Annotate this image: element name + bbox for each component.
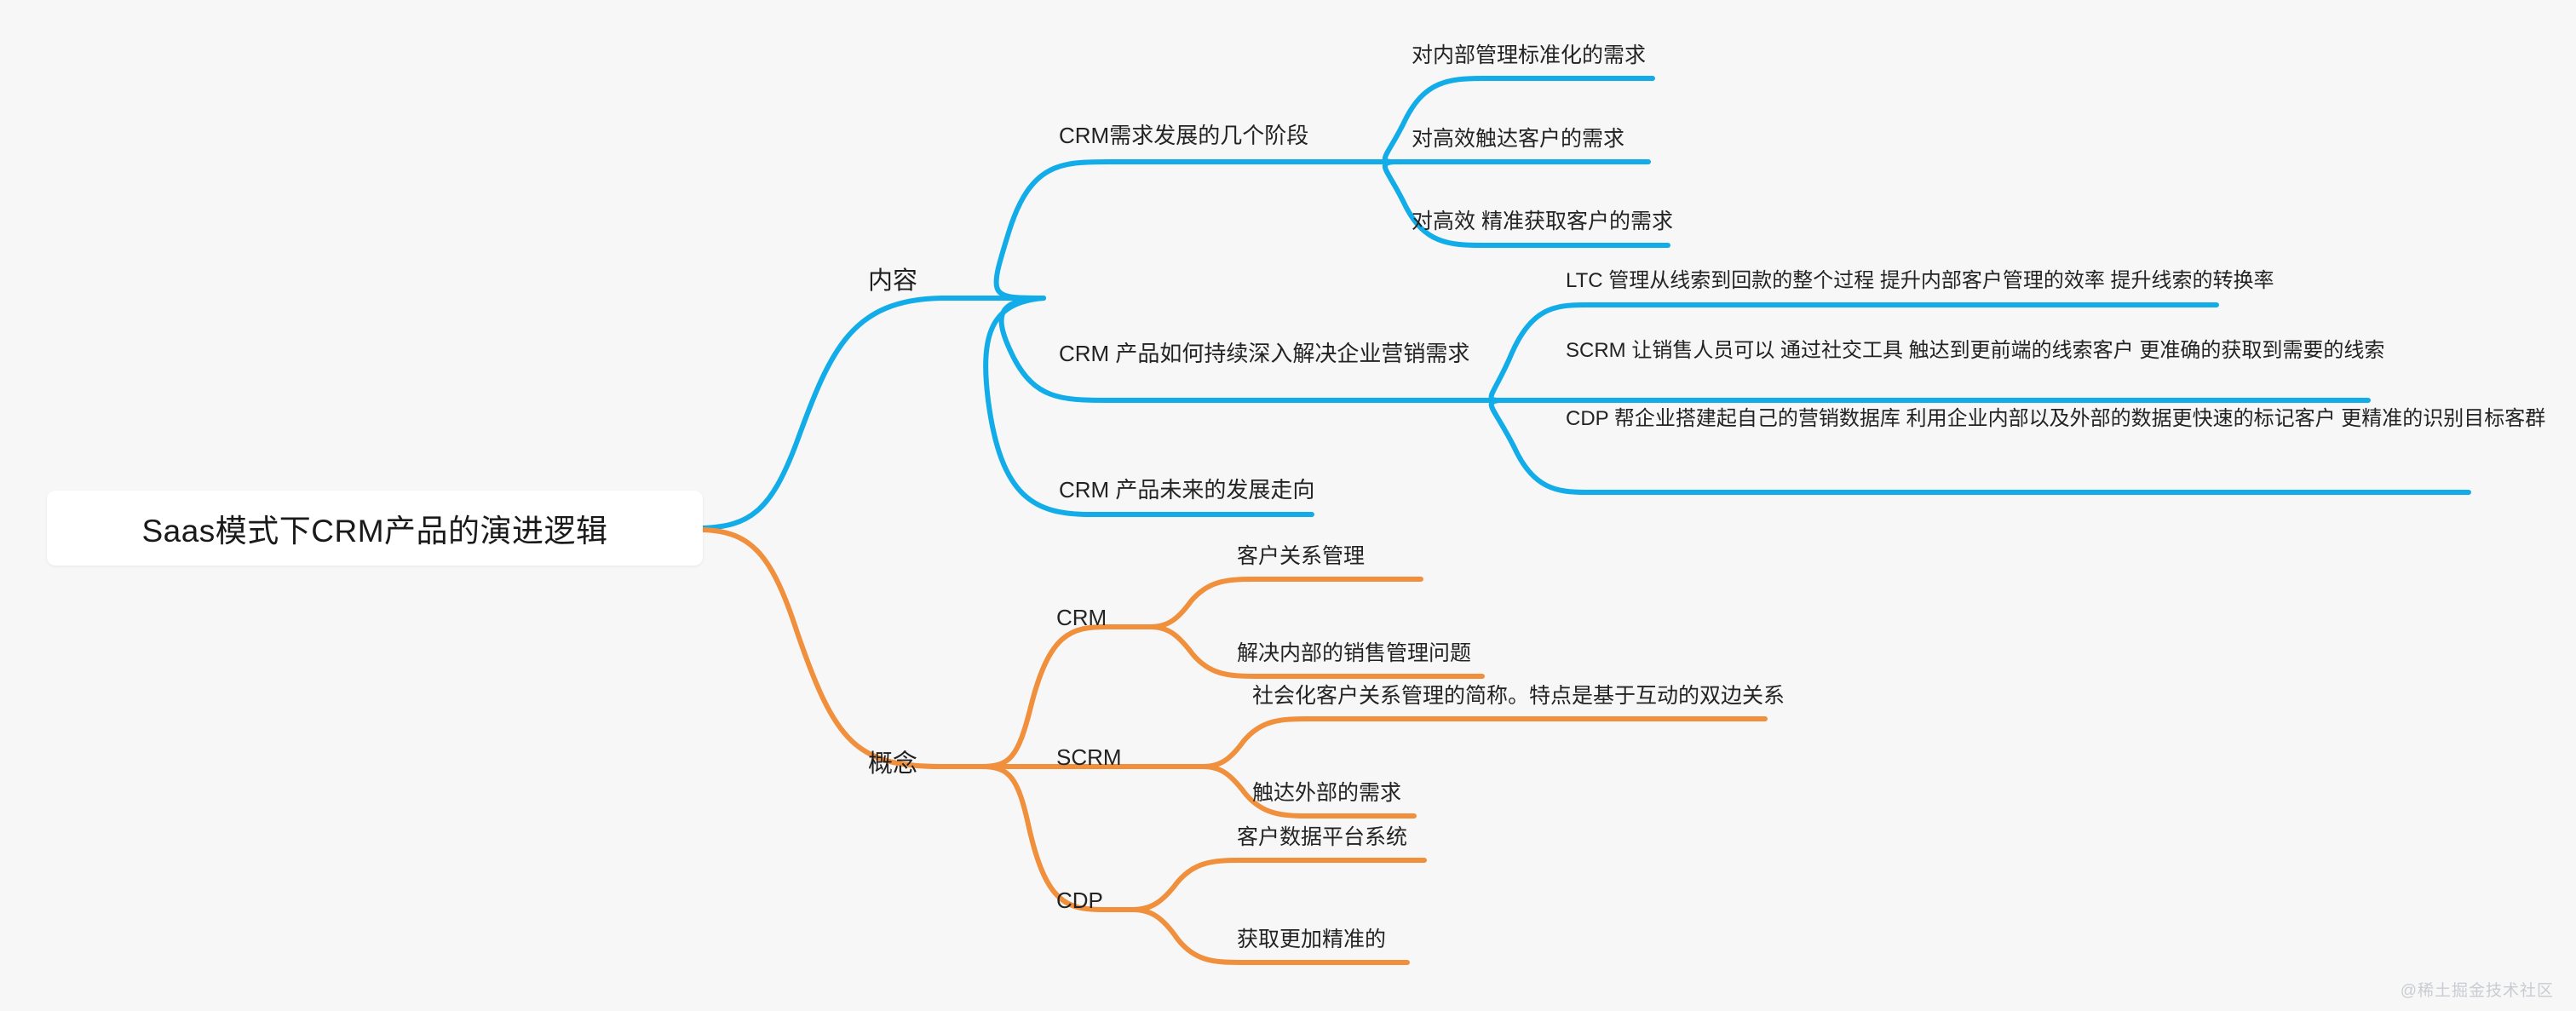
root-node-label: Saas模式下CRM产品的演进逻辑 — [141, 514, 608, 549]
leaf-label-scrm-detail[interactable]: SCRM 让销售人员可以 通过社交工具 触达到更前端的线索客户 更准确的获取到需… — [1566, 339, 2385, 362]
branch-label-content[interactable]: 内容 — [868, 267, 918, 295]
leaf-label-customer-relationship-management[interactable]: 客户关系管理 — [1237, 544, 1366, 568]
leaf-label-internal-sales-management[interactable]: 解决内部的销售管理问题 — [1237, 641, 1472, 665]
watermark: @稀土掘金技术社区 — [2400, 982, 2554, 1000]
leaf-label-customer-data-platform[interactable]: 客户数据平台系统 — [1237, 825, 1408, 849]
leaf-label-precise-acquisition[interactable]: 对高效 精准获取客户的需求 — [1412, 210, 1673, 233]
leaf-label-internal-standardization[interactable]: 对内部管理标准化的需求 — [1412, 43, 1647, 67]
node-label-concept-scrm[interactable]: SCRM — [1056, 744, 1122, 770]
node-label-crm-future-direction[interactable]: CRM 产品未来的发展走向 — [1059, 477, 1315, 503]
leaf-label-more-precise-acquisition[interactable]: 获取更加精准的 — [1237, 928, 1387, 951]
node-label-crm-demand-stages[interactable]: CRM需求发展的几个阶段 — [1059, 123, 1309, 148]
connector-content-to-stages — [993, 159, 1396, 301]
connector-root-to-content — [700, 296, 1046, 531]
leaf-label-external-reach-need[interactable]: 触达外部的需求 — [1252, 781, 1402, 805]
connector-scrm-to-leaf-1 — [1200, 716, 1768, 769]
branch-label-concept[interactable]: 概念 — [868, 750, 918, 778]
node-label-concept-cdp[interactable]: CDP — [1056, 887, 1103, 913]
leaf-label-efficient-reach[interactable]: 对高效触达客户的需求 — [1412, 127, 1625, 151]
root-node[interactable]: Saas模式下CRM产品的演进逻辑 — [47, 491, 703, 566]
connector-crm-to-leaf-1 — [1147, 577, 1423, 629]
connector-root-to-concept — [700, 527, 984, 769]
connector-cdp-to-leaf-1 — [1130, 858, 1427, 912]
node-label-crm-deep-solve[interactable]: CRM 产品如何持续深入解决企业营销需求 — [1059, 341, 1470, 366]
leaf-label-social-crm-definition[interactable]: 社会化客户关系管理的简称。特点是基于互动的双边关系 — [1252, 684, 1785, 708]
leaf-label-cdp-detail[interactable]: CDP 帮企业搭建起自己的营销数据库 利用企业内部以及外部的数据更快速的标记客户… — [1566, 407, 2546, 430]
leaf-label-ltc[interactable]: LTC 管理从线索到回款的整个过程 提升内部客户管理的效率 提升线索的转换率 — [1566, 269, 2274, 292]
node-label-concept-crm[interactable]: CRM — [1056, 605, 1107, 630]
